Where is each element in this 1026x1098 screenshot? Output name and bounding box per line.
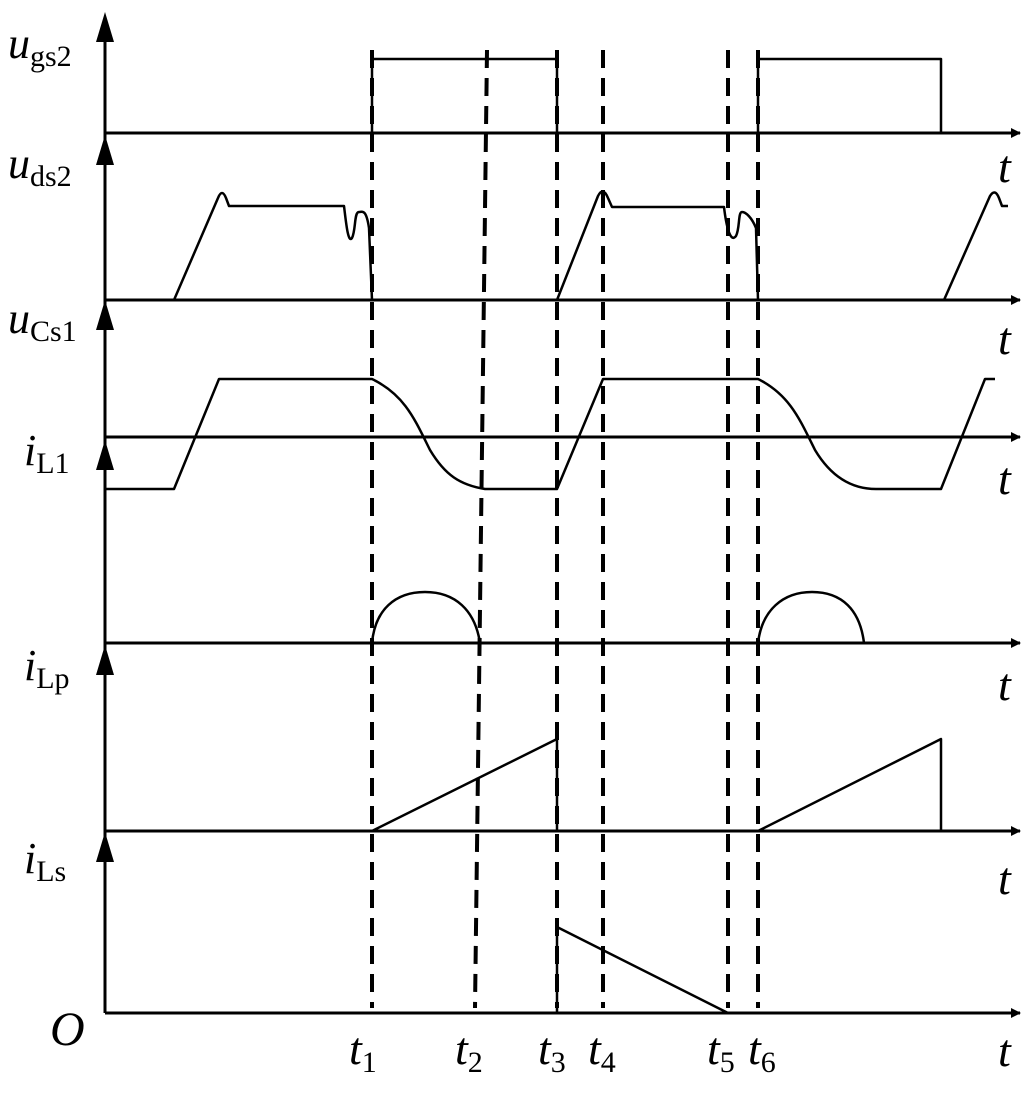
waveform-iL1 bbox=[370, 590, 866, 644]
axis-t-label-iL1: t bbox=[998, 659, 1012, 710]
marker-label-t3: t3 bbox=[538, 1023, 566, 1079]
arrow-iLp bbox=[96, 645, 114, 675]
label-uds2: uds2 bbox=[8, 139, 72, 193]
arrow-iL1 bbox=[96, 440, 114, 470]
marker-label-t5: t5 bbox=[707, 1023, 735, 1079]
arrow-iLs bbox=[96, 832, 114, 862]
label-ugs2: ugs2 bbox=[8, 19, 72, 73]
origin-label: O bbox=[50, 1003, 85, 1056]
label-iLp: iLp bbox=[24, 641, 70, 695]
waveform-uCs1 bbox=[105, 377, 995, 491]
waveform-iLs bbox=[555, 925, 729, 1015]
axis-t-label-iLp: t bbox=[998, 853, 1012, 904]
label-uCs1: uCs1 bbox=[8, 294, 77, 348]
waveform-uds2 bbox=[172, 190, 1008, 301]
axis-t-label-uds2: t bbox=[998, 313, 1012, 364]
marker-line-t2 bbox=[473, 49, 489, 1009]
waveform-ugs2 bbox=[370, 57, 943, 133]
arrow-uds2 bbox=[96, 135, 114, 165]
axis-t-label-uCs1: t bbox=[998, 453, 1012, 504]
label-iL1: iL1 bbox=[24, 426, 70, 480]
waveform-iLp bbox=[371, 737, 943, 833]
marker-label-t1: t1 bbox=[349, 1023, 377, 1079]
marker-label-t6: t6 bbox=[748, 1023, 776, 1079]
arrow-uCs1 bbox=[96, 300, 114, 330]
time-marker-lines bbox=[370, 49, 760, 1009]
label-iLs: iLs bbox=[24, 834, 66, 888]
arrow-ugs2 bbox=[96, 12, 114, 42]
marker-label-t4: t4 bbox=[588, 1023, 616, 1079]
axis-t-label-ugs2: t bbox=[998, 141, 1012, 192]
vertical-axis-arrows bbox=[96, 12, 114, 862]
axis-t-label-iLs: t bbox=[998, 1025, 1012, 1076]
time-axes bbox=[105, 128, 1021, 1018]
marker-label-t2: t2 bbox=[455, 1023, 483, 1079]
